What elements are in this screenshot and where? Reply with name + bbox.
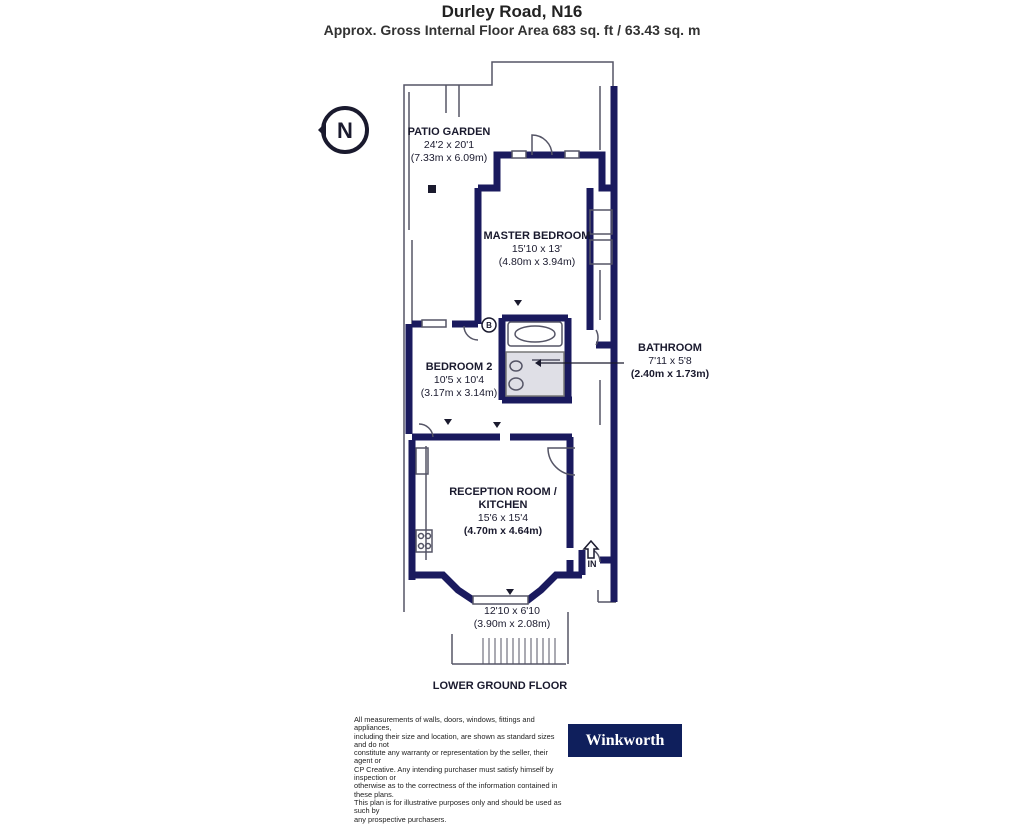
winkworth-logo: Winkworth (568, 724, 682, 757)
room-name: PATIO GARDEN (407, 126, 491, 138)
floor-name: LOWER GROUND FLOOR (432, 680, 568, 692)
room-dim-metric: (3.90m x 2.08m) (473, 618, 551, 630)
floor-area-subtitle: Approx. Gross Internal Floor Area 683 sq… (323, 22, 701, 38)
room-name: BEDROOM 2 (425, 361, 493, 373)
room-dim-metric: (3.17m x 3.14m) (420, 387, 498, 399)
room-label-front-area: 12'10 x 6'10 (3.90m x 2.08m) (462, 605, 562, 631)
room-dim-imperial: 7'11 x 5'8 (648, 355, 692, 367)
room-name-line-2: KITCHEN (478, 499, 528, 511)
room-dim-metric: (2.40m x 1.73m) (630, 368, 710, 380)
room-name: MASTER BEDROOM (483, 230, 591, 242)
room-label-master-bedroom: MASTER BEDROOM 15'10 x 13' (4.80m x 3.94… (482, 230, 592, 269)
room-dim-imperial: 15'10 x 13' (511, 243, 563, 255)
front-steps (482, 638, 556, 664)
disclaimer-line: otherwise as to the correctness of the i… (354, 781, 558, 799)
boiler-label: B (486, 321, 492, 330)
room-dim-imperial: 15'6 x 15'4 (477, 512, 529, 524)
disclaimer-line: including their size and location, are s… (354, 731, 555, 749)
disclaimer-line: constitute any warranty or representatio… (354, 748, 548, 766)
room-dim-imperial: 24'2 x 20'1 (423, 139, 475, 151)
room-name: BATHROOM (638, 342, 702, 354)
room-pointer-arrows (428, 185, 626, 595)
entrance-label: IN (587, 559, 597, 569)
patio-boundary (403, 61, 616, 665)
room-dim-imperial: 10'5 x 10'4 (433, 374, 485, 386)
interior-details (415, 134, 613, 605)
compass-icon (318, 106, 369, 154)
boiler-marker (481, 317, 497, 333)
walls (405, 86, 618, 604)
disclaimer: All measurements of walls, doors, window… (354, 715, 568, 824)
disclaimer-line: any prospective purchasers. (354, 814, 447, 824)
room-label-patio: PATIO GARDEN 24'2 x 20'1 (7.33m x 6.09m) (404, 126, 494, 165)
room-label-bedroom-2: BEDROOM 2 10'5 x 10'4 (3.17m x 3.14m) (416, 361, 502, 400)
disclaimer-line: CP Creative. Any intending purchaser mus… (354, 764, 554, 783)
room-name: RECEPTION ROOM / (449, 486, 557, 498)
room-label-reception-kitchen: RECEPTION ROOM / KITCHEN 15'6 x 15'4 (4.… (440, 486, 566, 538)
disclaimer-line: This plan is for illustrative purposes o… (354, 797, 562, 816)
room-label-bathroom: BATHROOM 7'11 x 5'8 (2.40m x 1.73m) (624, 342, 716, 381)
room-dim-metric: (7.33m x 6.09m) (410, 152, 488, 164)
entrance-arrow-icon (582, 539, 600, 559)
room-dim-imperial: 12'10 x 6'10 (484, 605, 540, 617)
floor-plan (318, 61, 626, 665)
compass-letter: N (337, 118, 353, 143)
room-dim-metric: (4.80m x 3.94m) (498, 256, 576, 268)
plan-title: Durley Road, N16 (441, 2, 583, 21)
room-dim-metric: (4.70m x 4.64m) (463, 525, 543, 537)
disclaimer-line: All measurements of walls, doors, window… (354, 715, 535, 733)
